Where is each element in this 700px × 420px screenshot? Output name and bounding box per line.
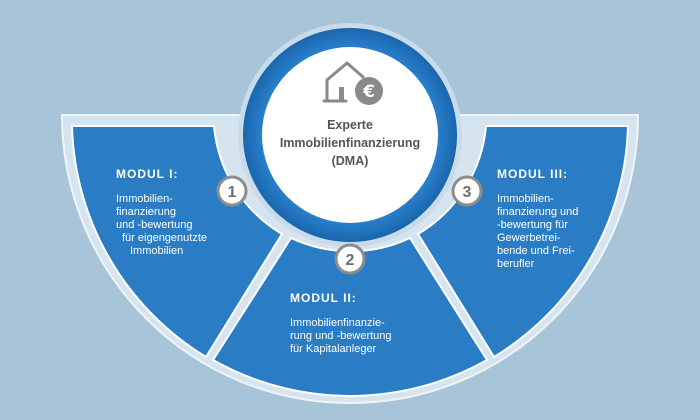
modul-3-line-6: berufler — [497, 258, 535, 270]
badge-1[interactable]: 1 — [216, 175, 248, 207]
modul-1-title: MODUL I: — [116, 167, 179, 181]
center-disc — [262, 47, 438, 223]
house-euro-icon: € — [322, 61, 383, 105]
badge-3-number: 3 — [463, 184, 472, 201]
modul-2-text: MODUL II: Immobilienfinanzie- rung und -… — [290, 291, 440, 356]
modul-3-line-3: -bewertung für — [497, 219, 568, 231]
center-title-line-3: (DMA) — [331, 154, 369, 168]
modul-3-line-4: Gewerbetrei- — [497, 232, 561, 244]
svg-text:€: € — [362, 82, 375, 102]
modul-2-line-2: rung und -bewertung — [290, 330, 392, 342]
modul-1-line-5: Immobilien — [130, 245, 184, 257]
modul-3-line-2: finanzierung und — [497, 206, 579, 218]
modul-1-text: MODUL I: Immobilien- finanzierung und -b… — [116, 167, 236, 258]
modul-2-line-1: Immobilienfinanzie- — [290, 317, 385, 329]
modul-1-line-1: Immobilien- — [116, 193, 173, 205]
badge-2[interactable]: 2 — [334, 243, 366, 275]
modul-1-line-4: für eigengenutzte — [122, 232, 208, 244]
modul-3-line-1: Immobilien- — [497, 193, 554, 205]
modul-3-text: MODUL III: Immobilien- finanzierung und … — [497, 167, 597, 271]
modul-1-line-2: finanzierung — [116, 206, 176, 218]
center-title-line-2: Immobilienfinanzierung — [279, 136, 421, 150]
modul-1-line-3: und -bewertung — [116, 219, 193, 231]
badge-3[interactable]: 3 — [451, 175, 483, 207]
badge-2-number: 2 — [346, 252, 355, 269]
modul-2-line-3: für Kapitalanleger — [290, 343, 377, 355]
center-title-line-1: Experte — [327, 118, 373, 132]
modul-3-title: MODUL III: — [497, 167, 569, 181]
badge-1-number: 1 — [228, 184, 237, 201]
modul-3-line-5: bende und Frei- — [497, 245, 575, 257]
center-title: Experte Immobilienfinanzierung (DMA) — [262, 116, 438, 170]
modul-2-title: MODUL II: — [290, 291, 357, 305]
